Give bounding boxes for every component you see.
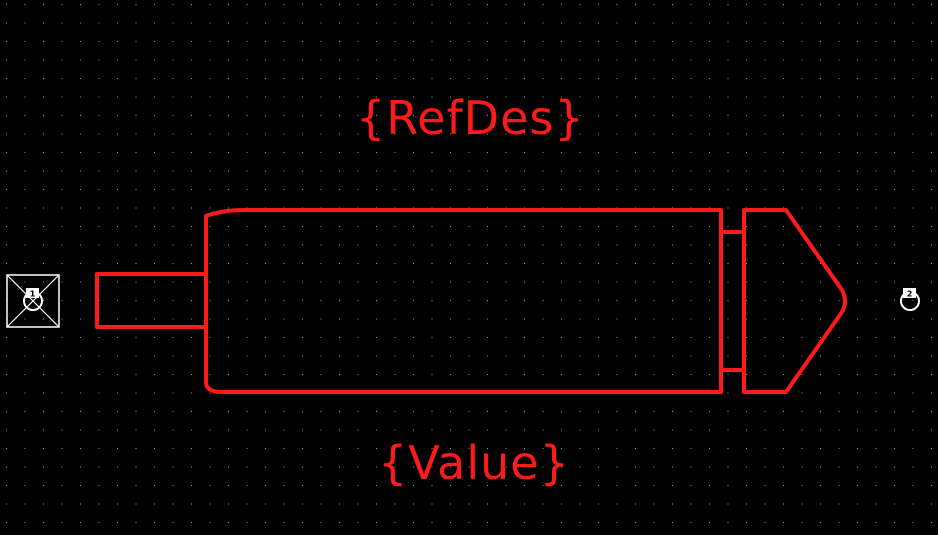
pad-cross-line <box>6 274 60 328</box>
tip-outline[interactable] <box>742 208 847 394</box>
stem-outline[interactable] <box>95 272 208 329</box>
refdes-label[interactable]: {RefDes} <box>356 91 585 145</box>
pin-2[interactable]: 2 <box>900 288 920 311</box>
body-outline[interactable] <box>204 208 723 394</box>
pin-1[interactable]: 1 <box>6 274 60 328</box>
pin-2-number: 2 <box>907 290 913 299</box>
value-label[interactable]: {Value} <box>378 436 570 490</box>
pin-number-box <box>26 288 39 298</box>
pad-square-icon <box>6 274 60 328</box>
pin-number-box <box>903 288 916 298</box>
pin-1-number: 1 <box>30 290 36 299</box>
